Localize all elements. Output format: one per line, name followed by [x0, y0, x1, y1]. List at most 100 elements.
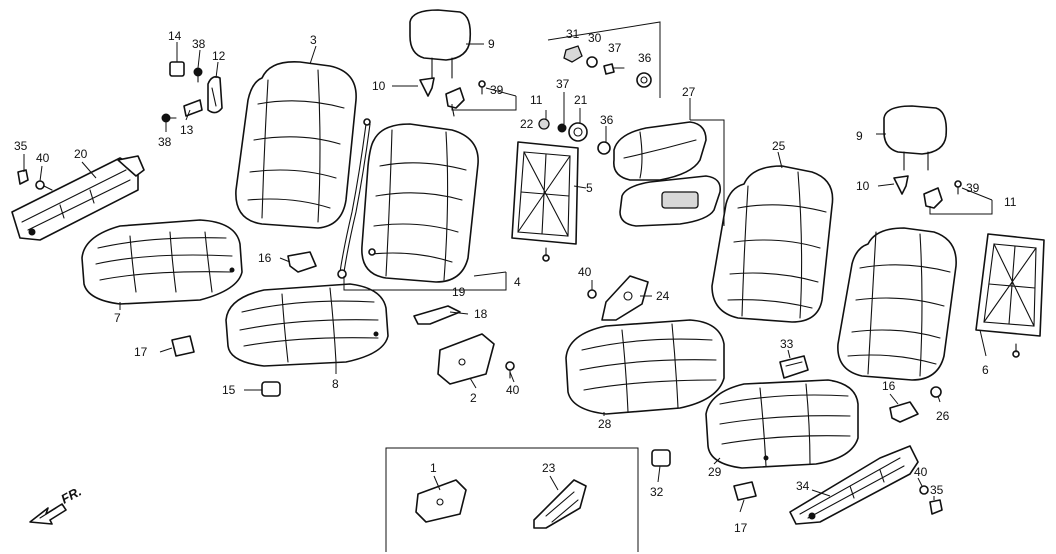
seat-back-pad-4 [361, 123, 479, 283]
callout-38-bottom: 38 [158, 135, 172, 149]
callout-21: 21 [574, 93, 588, 107]
front-label: FR. [58, 484, 84, 507]
hinge-cover-1 [415, 479, 467, 523]
guide-11-right [923, 187, 943, 209]
clip-14 [169, 61, 185, 77]
callout-labels: 14 38 12 13 38 3 9 10 39 11 31 30 37 36 … [14, 27, 1017, 535]
screw-39-left [478, 80, 486, 95]
clip-15 [261, 381, 281, 397]
callout-18: 18 [474, 307, 488, 321]
screw-38-top [193, 67, 203, 83]
callout-40-mid: 40 [578, 265, 592, 279]
callout-15: 15 [222, 383, 236, 397]
arrow-icon [29, 503, 67, 525]
seat-rail-right [789, 445, 919, 525]
bolt-40-left [35, 180, 53, 191]
bolt-40-mid [587, 289, 597, 299]
clip-17-left [171, 335, 195, 357]
seat-cushion-8 [225, 283, 389, 367]
washer-30 [586, 56, 598, 68]
callout-14: 14 [168, 29, 182, 43]
callout-9-top: 9 [488, 37, 495, 51]
clip-17-right [733, 481, 757, 501]
callout-39-right: 39 [966, 181, 980, 195]
screw-38-bottom [161, 113, 177, 123]
bracket-18 [413, 305, 461, 325]
hinge-cover-23 [533, 479, 587, 529]
seat-back-cover-3 [235, 61, 357, 229]
callout-40-right: 40 [914, 465, 928, 479]
callout-16-left: 16 [258, 251, 272, 265]
bolt-cap-35-right [929, 499, 943, 515]
guide-10-right [893, 175, 909, 195]
callout-27: 27 [682, 85, 696, 99]
front-direction-arrow: FR. [29, 484, 84, 525]
callout-7: 7 [114, 311, 121, 325]
callout-30: 30 [588, 31, 602, 45]
cover-16-right [889, 401, 919, 423]
callout-13: 13 [180, 123, 194, 137]
seat-cushion-28 [565, 319, 725, 415]
headrest-9-top [409, 9, 472, 79]
callout-10-right: 10 [856, 179, 870, 193]
callout-40-cover: 40 [506, 383, 520, 397]
callout-17-left: 17 [134, 345, 148, 359]
bolt-40-cover [505, 361, 515, 379]
callout-10-left: 10 [372, 79, 386, 93]
callout-1: 1 [430, 461, 437, 475]
seat-cushion-7 [81, 219, 243, 305]
inset-box [385, 447, 639, 552]
knob-13 [183, 99, 203, 117]
callout-19: 19 [452, 285, 466, 299]
screw-39-right [954, 180, 962, 195]
bolt-37-mid [557, 123, 567, 133]
callout-2: 2 [470, 391, 477, 405]
side-cover-2 [437, 333, 495, 385]
callout-29: 29 [708, 465, 722, 479]
nut-31 [563, 45, 583, 63]
armrest-27 [613, 121, 722, 227]
callout-16-right: 16 [882, 379, 896, 393]
back-panel-5 [511, 141, 579, 262]
callout-25: 25 [772, 139, 786, 153]
callout-32: 32 [650, 485, 664, 499]
guide-10-left [419, 77, 435, 97]
callout-35-right: 35 [930, 483, 944, 497]
bracket-33 [779, 355, 809, 379]
bolt-40-right [919, 485, 929, 495]
callout-37-mid: 37 [556, 77, 570, 91]
callout-40-left: 40 [36, 151, 50, 165]
recliner-cable-19 [337, 118, 371, 279]
leader-lines [23, 42, 993, 513]
callout-9-right: 9 [856, 129, 863, 143]
callout-33: 33 [780, 337, 794, 351]
seat-back-pad-26 [837, 227, 957, 398]
callout-37-top: 37 [608, 41, 622, 55]
callout-3: 3 [310, 33, 317, 47]
callout-4: 4 [514, 275, 521, 289]
callout-38-top: 38 [192, 37, 206, 51]
callout-12: 12 [212, 49, 226, 63]
callout-5: 5 [586, 181, 593, 195]
seat-back-cover-25 [711, 165, 834, 323]
callout-36-mid: 36 [600, 113, 614, 127]
callout-26: 26 [936, 409, 950, 423]
bolt-cap-35-left [17, 169, 29, 185]
callout-22: 22 [520, 117, 534, 131]
seat-rail-left [11, 155, 145, 241]
callout-24: 24 [656, 289, 670, 303]
callout-31: 31 [566, 27, 580, 41]
callout-11-right: 11 [1004, 195, 1017, 209]
callout-17-right: 17 [734, 521, 748, 535]
callout-36-top: 36 [638, 51, 652, 65]
cover-24 [601, 275, 649, 321]
headrest-9-right [883, 105, 948, 171]
cap-36-top [636, 72, 652, 88]
cap-36-mid [597, 141, 611, 155]
callout-11-left: 11 [530, 93, 543, 107]
seat-pad-29 [705, 379, 859, 469]
callout-20: 20 [74, 147, 88, 161]
knob-21 [568, 122, 588, 142]
